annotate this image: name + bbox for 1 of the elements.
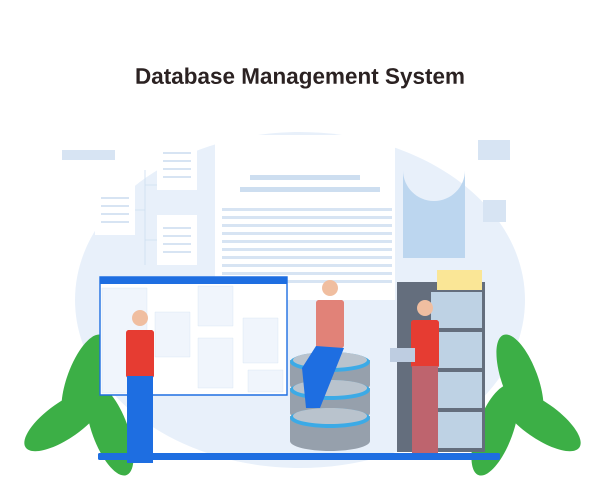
title: Database Management System bbox=[136, 67, 464, 89]
